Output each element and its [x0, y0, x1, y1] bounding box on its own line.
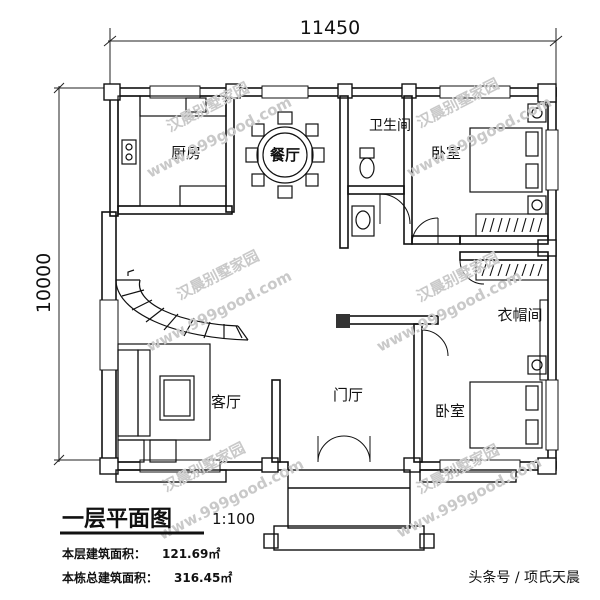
- watermark-group: 汉晨别墅家园 www.999good.com 汉晨别墅家园 www.999goo…: [144, 75, 555, 544]
- dining-table: [245, 111, 325, 199]
- bathroom-fixtures: [351, 147, 375, 237]
- room-label-foyer: 门厅: [333, 386, 363, 404]
- plan-title: 一层平面图: [62, 507, 172, 532]
- room-label-dining: 餐厅: [270, 146, 300, 164]
- plan-scale: 1:100: [212, 510, 255, 528]
- room-label-bedroom-south: 卧室: [435, 402, 465, 420]
- room-label-kitchen: 厨房: [171, 144, 201, 162]
- front-porch: [115, 469, 517, 551]
- width-dimension-label: 11450: [300, 17, 360, 39]
- room-label-bedroom-north: 卧室: [431, 144, 461, 162]
- room-label-bathroom: 卫生间: [369, 118, 411, 134]
- height-dimension-label: 10000: [33, 253, 55, 313]
- windows: [99, 85, 559, 473]
- dimension-lines: [53, 28, 563, 466]
- room-label-living: 客厅: [211, 393, 241, 411]
- credit-text: 头条号 / 项氏天晨: [468, 569, 580, 586]
- kitchen-counters: [117, 95, 227, 207]
- watermark-url: www.999good.com: [404, 93, 555, 182]
- total-area-value: 316.45㎡: [174, 570, 232, 585]
- floor-area-value: 121.69㎡: [162, 546, 220, 561]
- closet-racks: [475, 213, 549, 381]
- doors: [317, 193, 485, 463]
- total-area-label: 本栋总建筑面积：: [62, 570, 158, 585]
- room-label-closet: 衣帽间: [497, 306, 542, 324]
- living-furniture: [117, 343, 211, 463]
- structural-column: [336, 314, 350, 328]
- spiral-stair: [115, 269, 249, 341]
- bed-south: [469, 355, 547, 449]
- floor-area-label: 本层建筑面积：: [62, 546, 146, 561]
- interior-walls: [271, 95, 549, 463]
- columns: [99, 83, 557, 475]
